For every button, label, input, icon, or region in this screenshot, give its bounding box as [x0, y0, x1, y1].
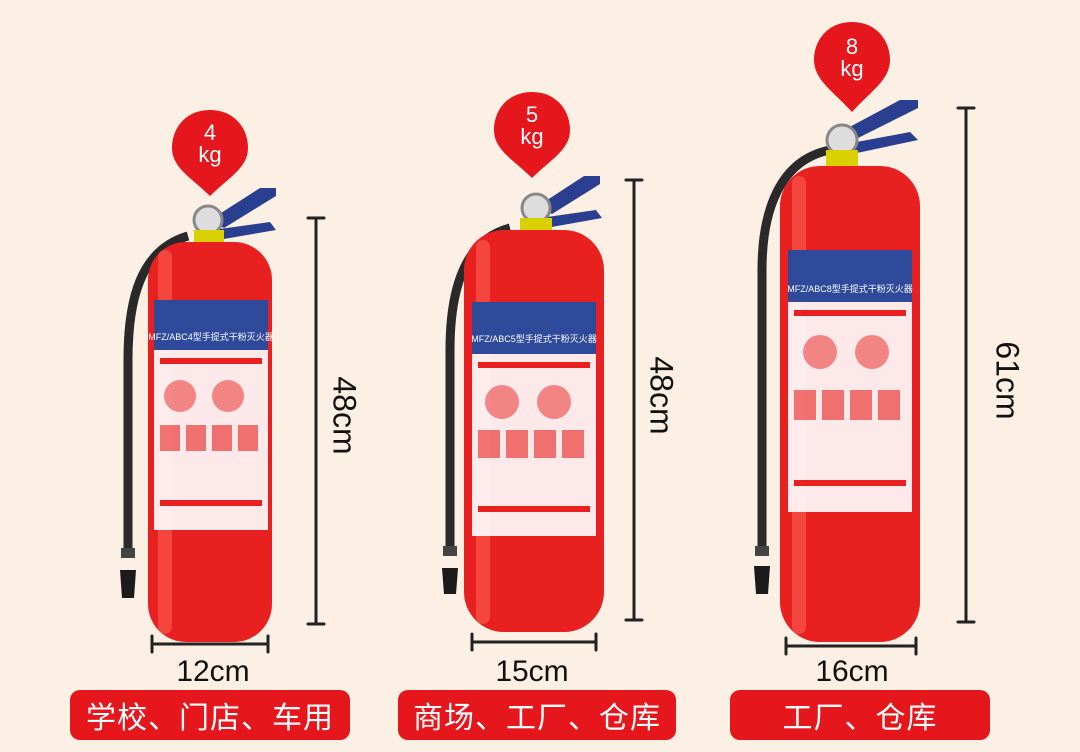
scene-button-8kg[interactable]: 工厂、仓库	[730, 690, 990, 740]
extinguisher-4kg: MFZ/ABC4型手提式干粉灭火器	[120, 110, 326, 654]
height-label-5kg: 48cm	[643, 356, 680, 435]
dimension-line-icon	[306, 216, 326, 626]
location-pin-icon	[172, 110, 248, 196]
width-label-4kg: 12cm	[176, 655, 250, 688]
weight-value: 4	[203, 120, 217, 145]
height-label-4kg: 48cm	[326, 376, 363, 455]
weight-unit: kg	[198, 142, 222, 167]
scene-button-5kg[interactable]: 商场、工厂、仓库	[398, 690, 676, 740]
weight-unit: kg	[840, 56, 864, 81]
location-pin-icon	[814, 22, 890, 112]
dimension-line-icon	[624, 178, 644, 622]
height-label-8kg: 61cm	[989, 341, 1026, 420]
weight-pin-5kg: 5 kg	[502, 104, 562, 148]
weight-pin-4kg: 4 kg	[180, 122, 240, 166]
dimension-line-icon	[956, 106, 976, 624]
width-label-5kg: 15cm	[495, 655, 569, 688]
location-pin-icon	[494, 92, 570, 178]
extinguisher-8kg: MFZ/ABC8型手提式干粉灭火器	[754, 22, 976, 656]
extinguisher-5kg: MFZ/ABC5型手提式干粉灭火器	[442, 92, 644, 652]
weight-unit: kg	[520, 124, 544, 149]
weight-value: 5	[525, 102, 539, 127]
width-label-8kg: 16cm	[815, 655, 889, 688]
model-label: MFZ/ABC5型手提式干粉灭火器	[471, 333, 597, 344]
model-label: MFZ/ABC4型手提式干粉灭火器	[148, 331, 274, 342]
weight-pin-8kg: 8 kg	[822, 36, 882, 80]
weight-value: 8	[845, 34, 859, 59]
scene-button-4kg[interactable]: 学校、门店、车用	[70, 690, 350, 740]
model-label: MFZ/ABC8型手提式干粉灭火器	[787, 283, 913, 294]
